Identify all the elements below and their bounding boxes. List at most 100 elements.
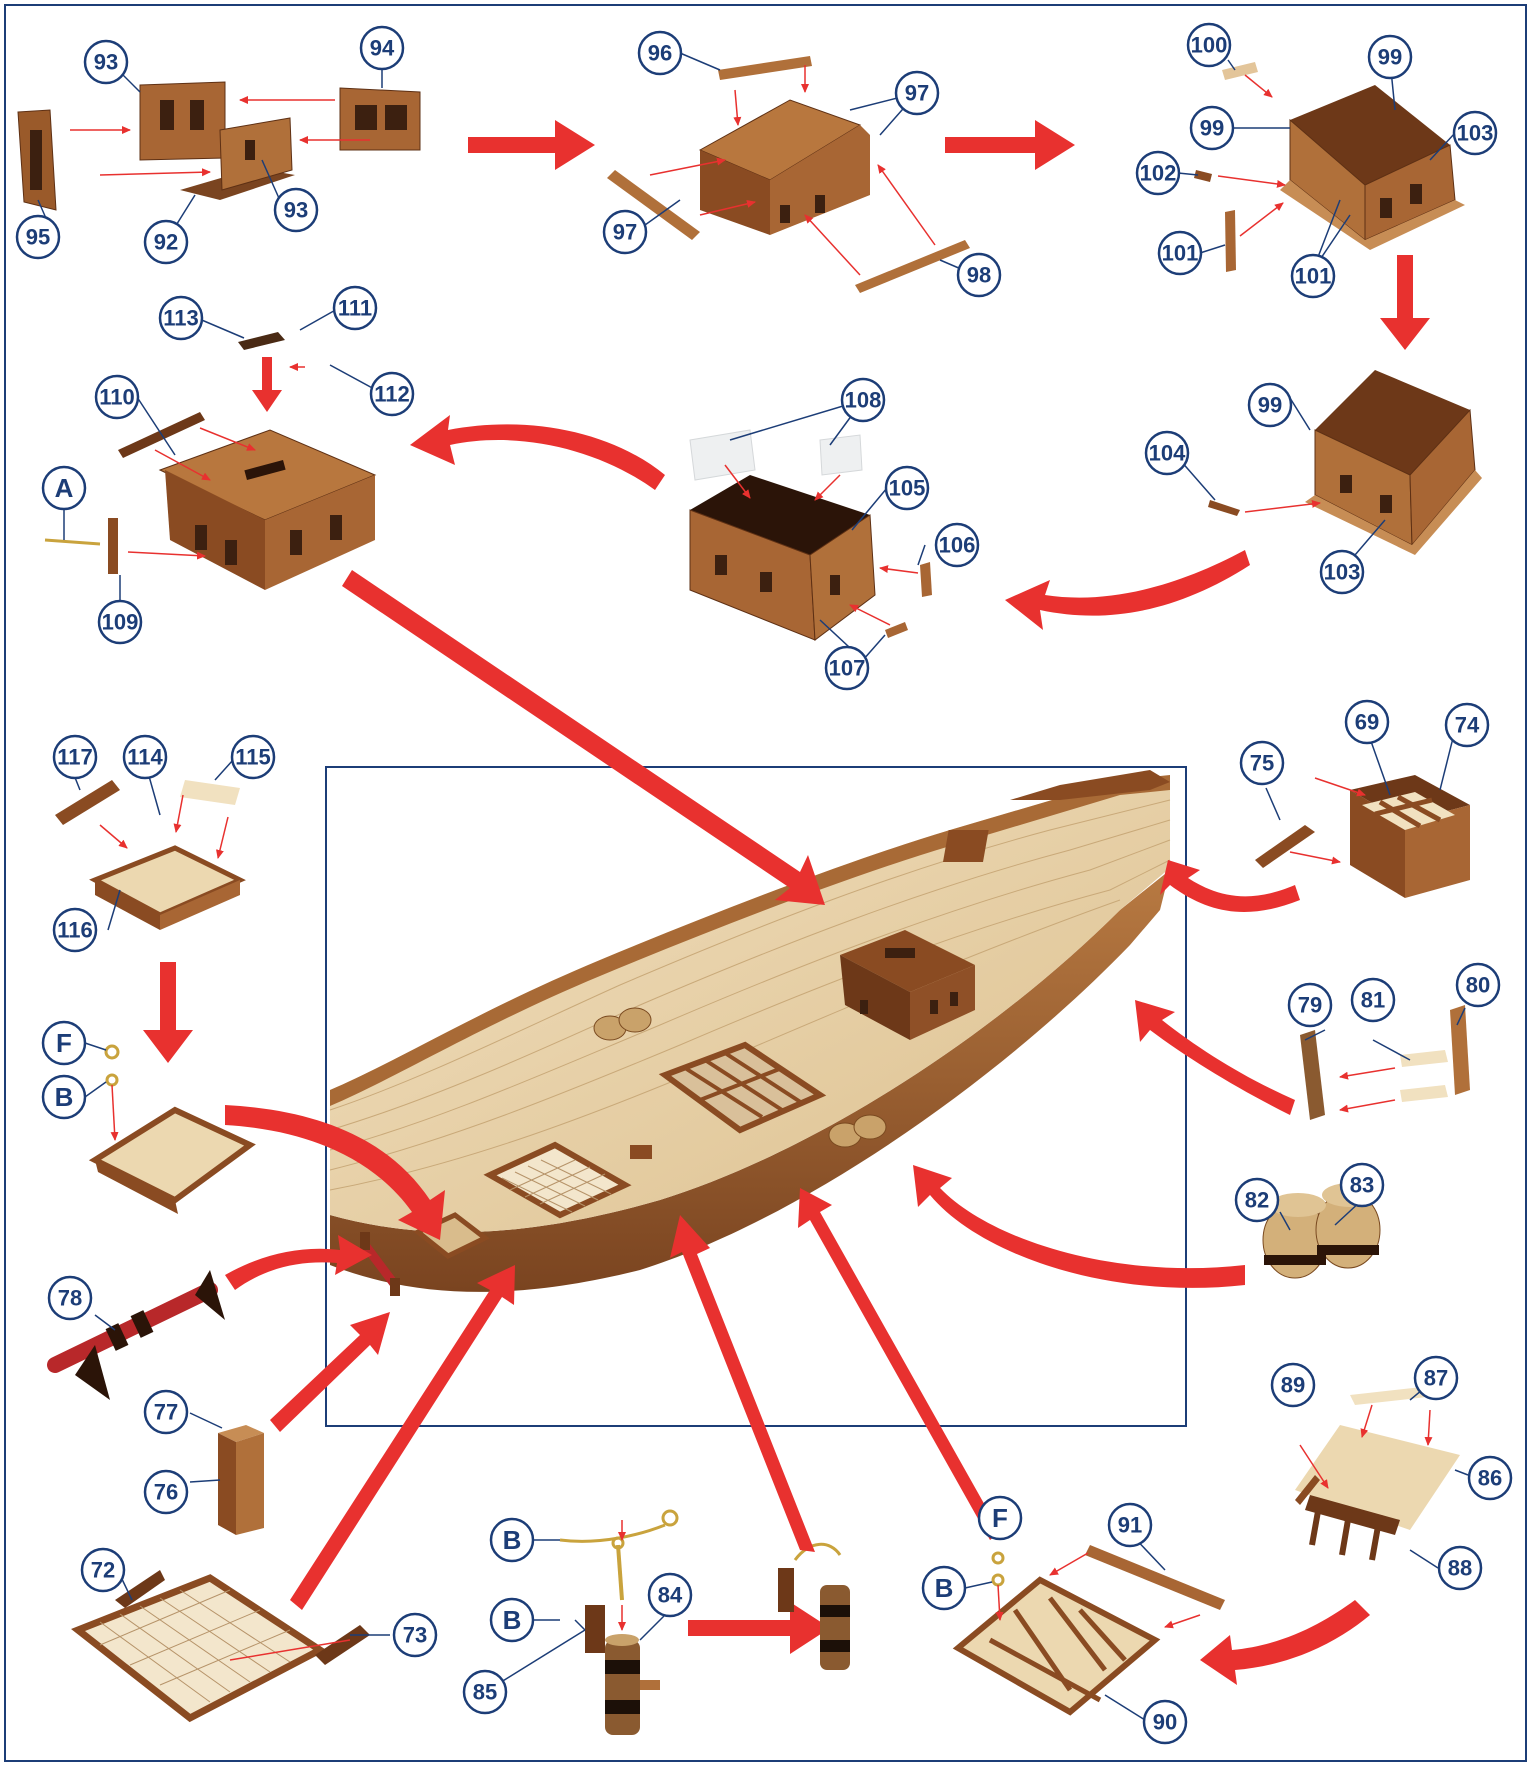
- callout-84: 84: [649, 1574, 691, 1616]
- svg-text:101: 101: [1162, 241, 1199, 266]
- svg-text:98: 98: [967, 263, 991, 288]
- post-76-77: [218, 1425, 264, 1535]
- callout-83: 83: [1341, 1164, 1383, 1206]
- svg-text:96: 96: [648, 41, 672, 66]
- callout-86: 86: [1469, 1457, 1511, 1499]
- callout-99b: 99: [1191, 107, 1233, 149]
- callout-113: 113: [160, 297, 202, 339]
- callout-107: 107: [826, 647, 868, 689]
- svg-text:104: 104: [1149, 441, 1186, 466]
- svg-text:109: 109: [102, 610, 139, 635]
- grating-90-91: [958, 1545, 1225, 1712]
- svg-text:79: 79: [1298, 993, 1322, 1018]
- callout-108: 108: [842, 379, 884, 421]
- callout-95: 95: [17, 216, 59, 258]
- svg-text:72: 72: [91, 1558, 115, 1583]
- callout-101a: 101: [1159, 232, 1201, 274]
- svg-text:100: 100: [1191, 33, 1228, 58]
- letter-B-1: B: [43, 1076, 85, 1118]
- big-arrow-right-1: [468, 120, 595, 170]
- svg-text:88: 88: [1448, 1556, 1472, 1581]
- svg-text:108: 108: [845, 388, 882, 413]
- svg-text:103: 103: [1324, 560, 1361, 585]
- callout-116: 116: [54, 909, 96, 951]
- svg-text:83: 83: [1350, 1173, 1374, 1198]
- callout-75: 75: [1241, 742, 1283, 784]
- callout-76: 76: [145, 1471, 187, 1513]
- pump-assembled: [778, 1544, 850, 1670]
- svg-text:110: 110: [99, 385, 135, 410]
- letter-F-2: F: [979, 1497, 1021, 1539]
- callout-77: 77: [145, 1391, 187, 1433]
- svg-text:112: 112: [374, 382, 410, 407]
- callout-111: 111: [334, 287, 376, 329]
- svg-text:B: B: [503, 1605, 522, 1635]
- svg-text:74: 74: [1455, 713, 1480, 738]
- svg-text:99: 99: [1200, 116, 1224, 141]
- svg-text:106: 106: [939, 533, 976, 558]
- letter-A: A: [43, 467, 85, 509]
- callout-115: 115: [232, 736, 274, 778]
- callout-93b: 93: [275, 189, 317, 231]
- svg-text:84: 84: [658, 1583, 683, 1608]
- svg-text:99: 99: [1258, 393, 1282, 418]
- big-curved-arrow-1: [1005, 550, 1250, 630]
- callout-98: 98: [958, 254, 1000, 296]
- big-arrow-down-2: [143, 962, 193, 1063]
- svg-text:115: 115: [235, 745, 271, 770]
- callout-88: 88: [1439, 1547, 1481, 1589]
- stern-hatch: [943, 830, 989, 862]
- ladder-79-80-81: [1300, 1005, 1470, 1120]
- letter-B-4: B: [923, 1567, 965, 1609]
- svg-text:82: 82: [1245, 1188, 1269, 1213]
- svg-text:80: 80: [1466, 973, 1490, 998]
- svg-text:117: 117: [57, 745, 93, 770]
- hatch-f-b: [95, 1046, 250, 1214]
- callout-89: 89: [1272, 1364, 1314, 1406]
- svg-text:91: 91: [1118, 1513, 1142, 1538]
- callout-110: 110: [96, 376, 138, 418]
- hatch-86-89: [1295, 1385, 1460, 1560]
- callout-74: 74: [1446, 704, 1488, 746]
- big-arrow-right-2: [945, 120, 1075, 170]
- svg-text:86: 86: [1478, 1466, 1502, 1491]
- svg-text:95: 95: [26, 225, 50, 250]
- svg-text:78: 78: [58, 1286, 82, 1311]
- callout-112: 112: [371, 373, 413, 415]
- mast-step: [630, 1145, 652, 1159]
- svg-text:111: 111: [338, 296, 372, 321]
- svg-text:69: 69: [1355, 710, 1379, 735]
- svg-text:113: 113: [163, 306, 199, 331]
- callout-72: 72: [82, 1549, 124, 1591]
- svg-text:87: 87: [1424, 1366, 1448, 1391]
- step3-frame: [1194, 62, 1465, 272]
- letter-B-3: B: [491, 1599, 533, 1641]
- callout-79: 79: [1289, 984, 1331, 1026]
- callout-101b: 101: [1292, 255, 1334, 297]
- svg-text:92: 92: [154, 230, 178, 255]
- callout-87: 87: [1415, 1357, 1457, 1399]
- callout-97a: 97: [896, 72, 938, 114]
- ship-photo: [326, 767, 1186, 1426]
- callout-81: 81: [1352, 979, 1394, 1021]
- step6-deckhouse: [45, 332, 375, 590]
- callout-96: 96: [639, 32, 681, 74]
- callout-90: 90: [1144, 1701, 1186, 1743]
- letter-F-1: F: [43, 1022, 85, 1064]
- callout-114: 114: [124, 736, 166, 778]
- svg-text:81: 81: [1361, 988, 1385, 1013]
- svg-text:101: 101: [1295, 264, 1332, 289]
- svg-text:97: 97: [613, 220, 637, 245]
- callout-109: 109: [99, 601, 141, 643]
- grating-72-73: [78, 1570, 370, 1718]
- hatch-116-parts: [55, 780, 240, 930]
- callout-99a: 99: [1369, 36, 1411, 78]
- callout-85: 85: [464, 1671, 506, 1713]
- letter-B-2: B: [491, 1519, 533, 1561]
- svg-text:90: 90: [1153, 1710, 1177, 1735]
- svg-text:B: B: [503, 1525, 522, 1555]
- callout-80: 80: [1457, 964, 1499, 1006]
- callout-106: 106: [936, 524, 978, 566]
- callout-99c: 99: [1249, 384, 1291, 426]
